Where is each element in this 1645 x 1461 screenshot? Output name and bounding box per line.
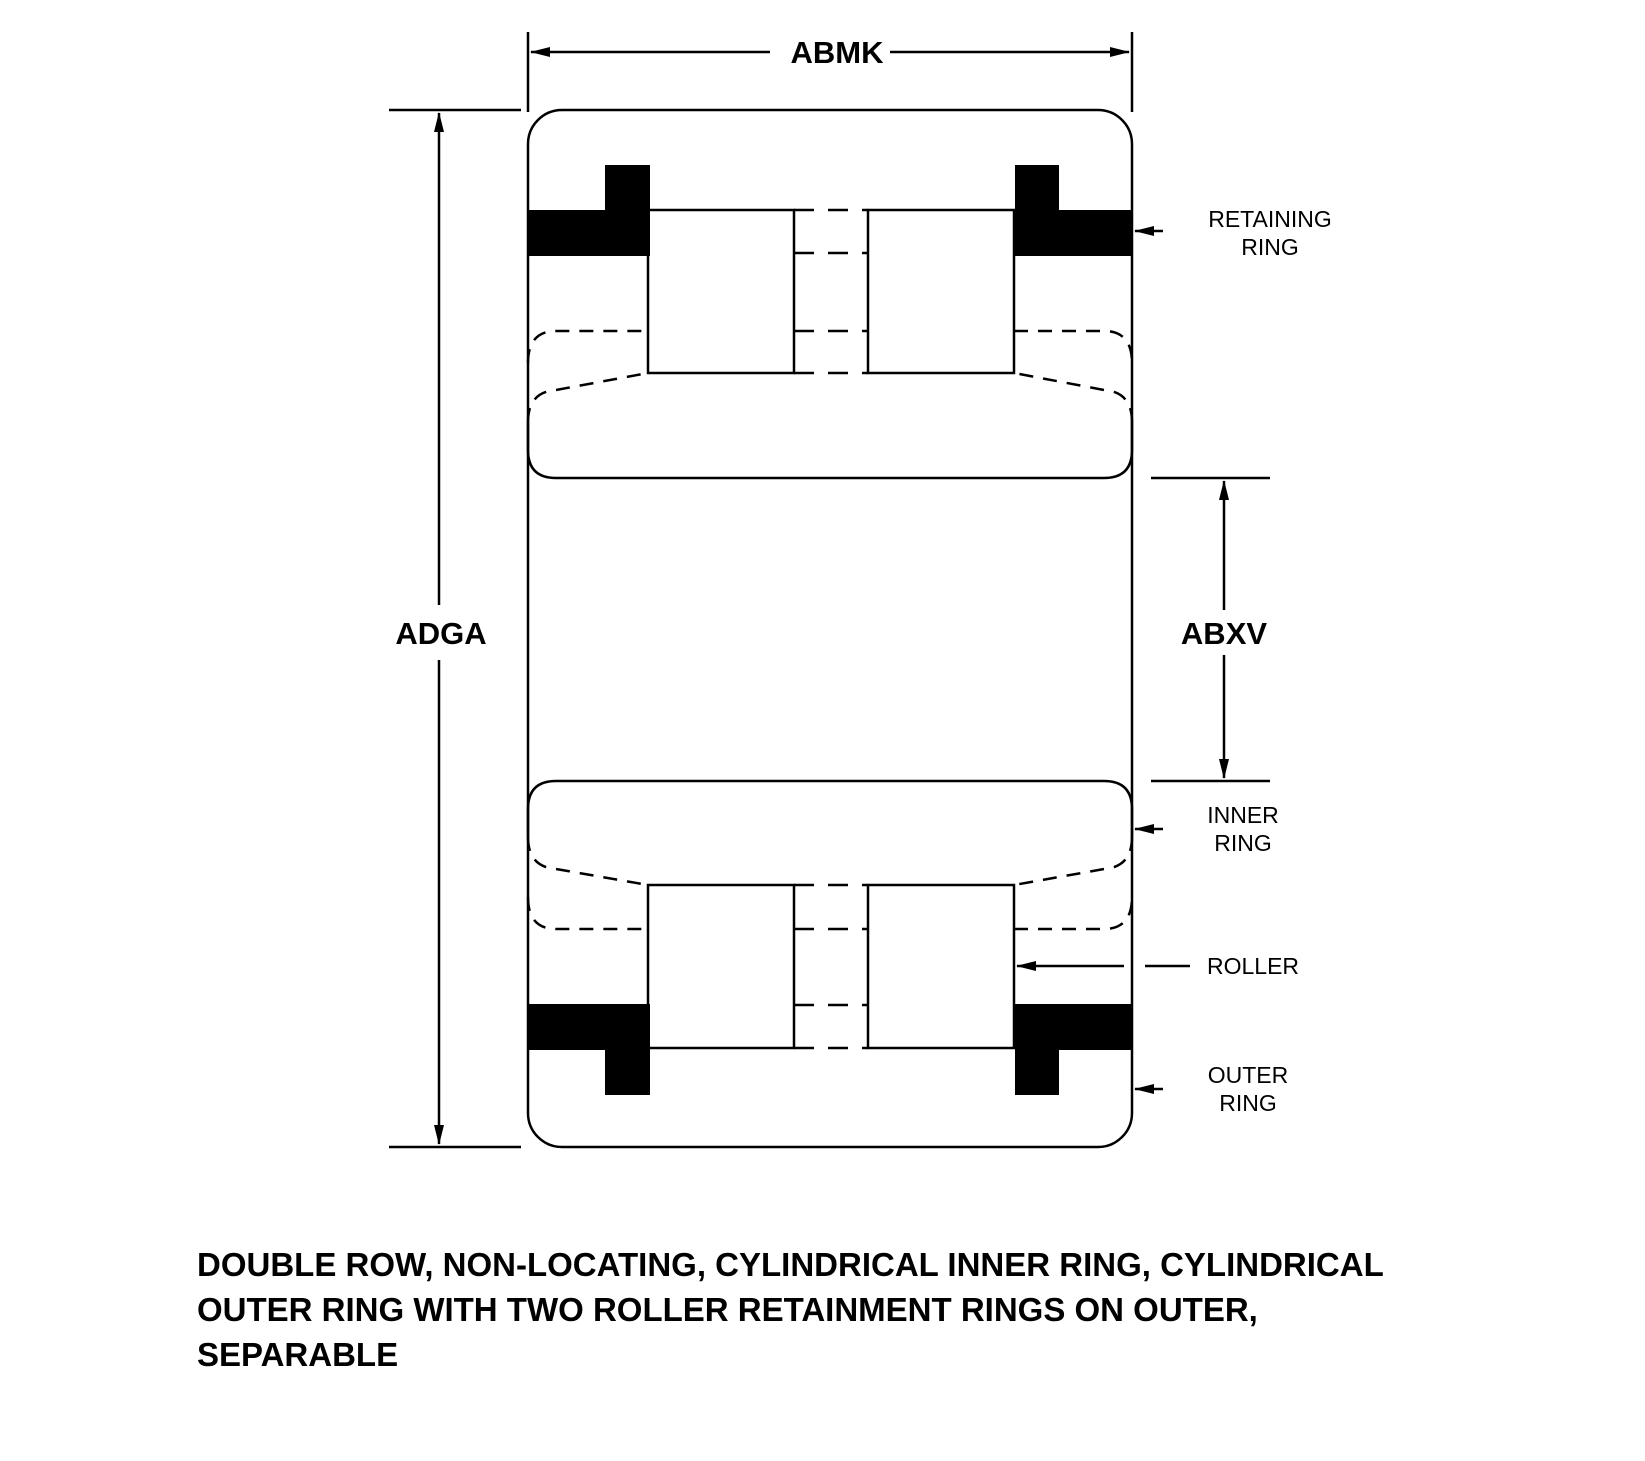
retaining-ring-label-line1: RETAINING bbox=[1208, 206, 1332, 232]
inner-ring-bottom-race-right bbox=[1014, 896, 1134, 931]
diagram-caption: DOUBLE ROW, NON-LOCATING, CYLINDRICAL IN… bbox=[197, 1242, 1617, 1377]
inner-ring-bottom-taper-right bbox=[1013, 836, 1134, 887]
inner-ring-top-body bbox=[526, 422, 1134, 480]
retaining-ring-bottom-right bbox=[1015, 1004, 1132, 1095]
width-dimension bbox=[526, 32, 1134, 112]
roller-top-right bbox=[866, 208, 1016, 375]
inner-ring-bottom-race-left bbox=[526, 896, 648, 931]
inner-ring-label-line2: RING bbox=[1214, 830, 1272, 856]
inner-ring-top-race-right bbox=[1014, 329, 1134, 364]
roller-bottom-left bbox=[646, 883, 796, 1050]
caption-line-1: DOUBLE ROW, NON-LOCATING, CYLINDRICAL IN… bbox=[197, 1246, 1384, 1283]
inner-ring-top-taper-right bbox=[1013, 371, 1134, 423]
inner-ring-bottom-body bbox=[526, 779, 1134, 837]
inner-ring-bottom-taper-left bbox=[526, 836, 649, 887]
roller-row-bottom bbox=[646, 883, 1016, 1050]
retaining-ring-label-line2: RING bbox=[1241, 234, 1299, 260]
roller-row-top bbox=[646, 208, 1016, 375]
outer-ring-outline bbox=[526, 108, 1134, 1149]
bore-label: ABXV bbox=[1181, 616, 1267, 651]
retaining-ring-top-right bbox=[1015, 165, 1132, 256]
outer-height-dimension bbox=[389, 108, 521, 1149]
inner-ring-top bbox=[526, 329, 1134, 480]
caption-line-2: OUTER RING WITH TWO ROLLER RETAINMENT RI… bbox=[197, 1291, 1258, 1328]
outer-height-label: ADGA bbox=[395, 616, 486, 651]
outer-ring-label-line1: OUTER bbox=[1208, 1062, 1289, 1088]
retaining-ring-bottom-left bbox=[528, 1004, 650, 1095]
caption-line-3: SEPARABLE bbox=[197, 1336, 399, 1373]
retaining-ring-top-left bbox=[528, 165, 650, 256]
roller-top-left bbox=[646, 208, 796, 375]
inner-ring-bottom bbox=[526, 779, 1134, 931]
inner-ring-top-race-left bbox=[526, 329, 648, 364]
roller-label: ROLLER bbox=[1207, 953, 1299, 979]
roller-bottom-right bbox=[866, 883, 1016, 1050]
width-label: ABMK bbox=[791, 35, 885, 70]
bore-dimension bbox=[1151, 476, 1270, 783]
retaining-rings bbox=[528, 165, 1132, 1095]
inner-ring-label-line1: INNER bbox=[1207, 802, 1279, 828]
outer-ring-label-line2: RING bbox=[1219, 1090, 1277, 1116]
inner-ring-top-taper-left bbox=[526, 371, 649, 423]
